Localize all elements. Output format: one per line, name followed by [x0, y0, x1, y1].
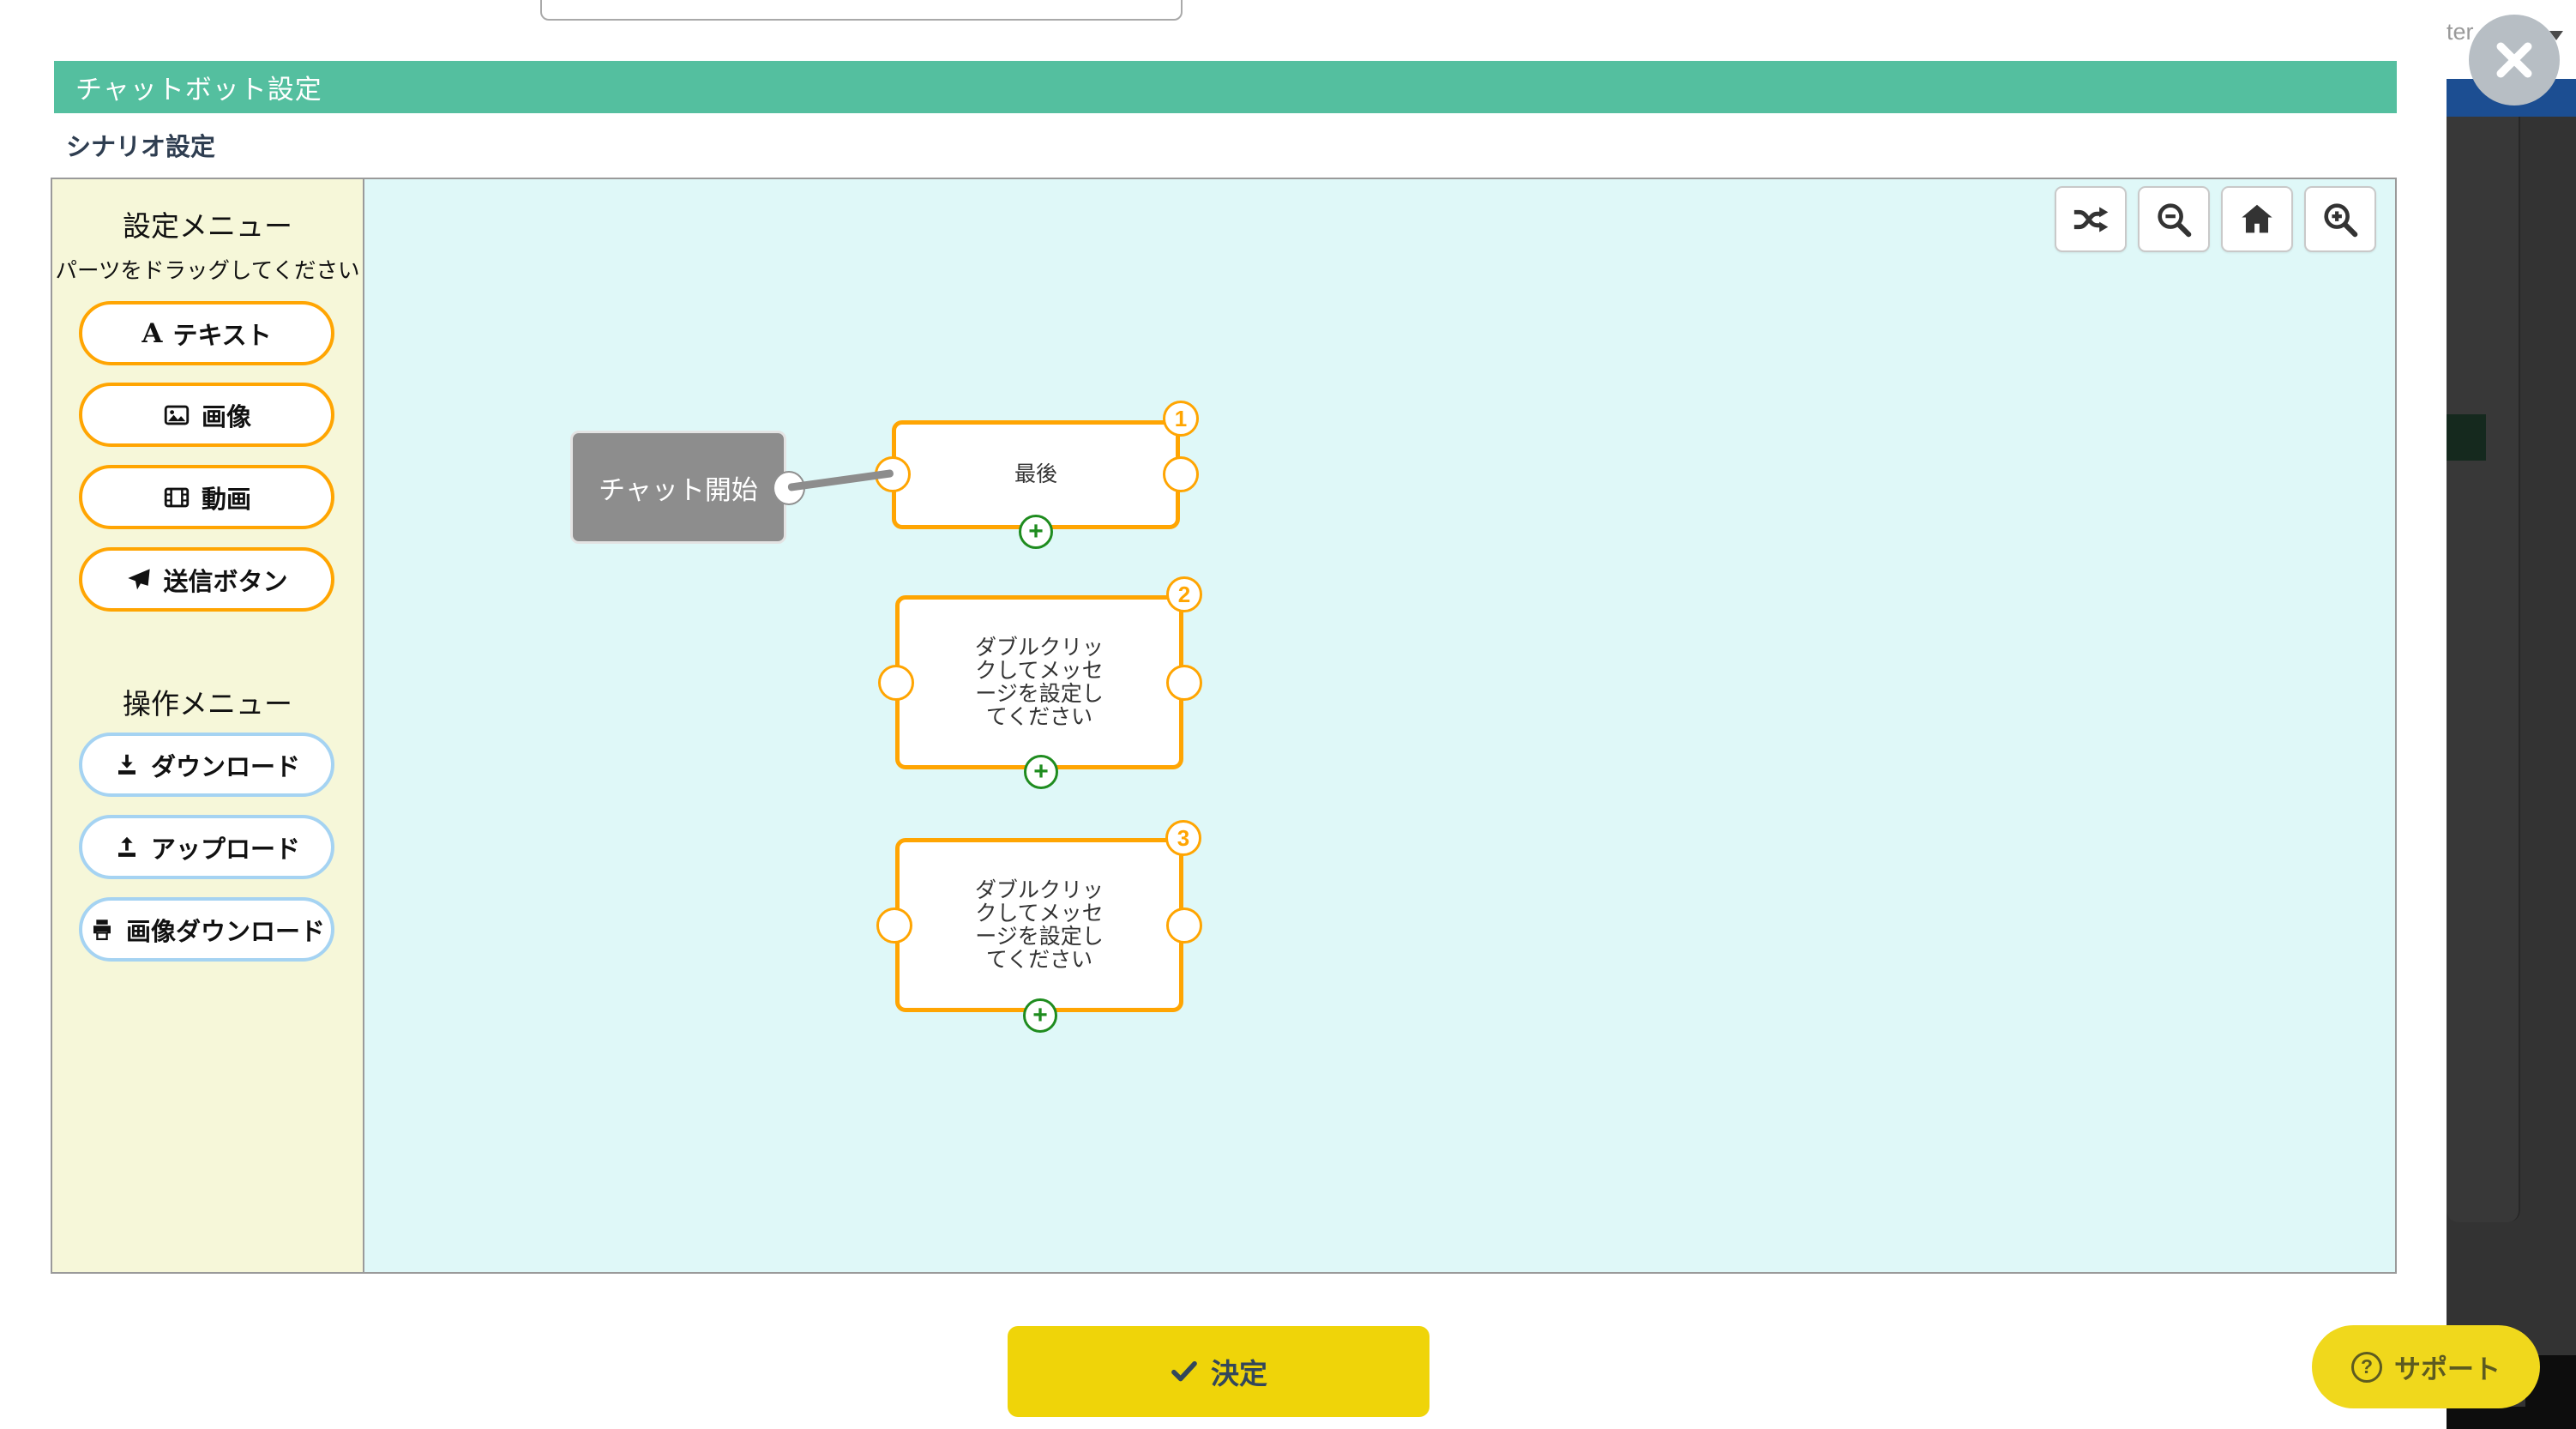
close-icon — [2496, 42, 2532, 78]
part-button-label: 動画 — [201, 485, 251, 514]
operation-button-label: アップロード — [150, 835, 300, 864]
part-button-send[interactable]: 送信ボタン — [79, 547, 334, 612]
chat-start-node[interactable]: チャット開始 — [570, 431, 786, 544]
download-button[interactable]: ダウンロード — [79, 733, 334, 797]
zoom-out-button[interactable] — [2138, 186, 2210, 252]
film-icon — [164, 487, 190, 507]
part-button-label: 送信ボタン — [163, 568, 288, 596]
flow-node-text: ダブルクリックしてメッセージを設定してください — [974, 635, 1104, 729]
question-icon: ? — [2351, 1351, 2382, 1383]
flow-node-2[interactable]: ダブルクリックしてメッセージを設定してください — [895, 595, 1183, 769]
background-panel — [2447, 117, 2520, 1222]
add-node-button[interactable]: + — [1023, 998, 1057, 1033]
add-node-button[interactable]: + — [1024, 755, 1058, 789]
flow-node-3[interactable]: ダブルクリックしてメッセージを設定してください — [895, 838, 1183, 1012]
printer-icon — [93, 919, 111, 940]
background-content-area — [2447, 117, 2576, 1429]
close-button[interactable] — [2469, 15, 2560, 106]
background-text-fragment: ter — [2447, 19, 2474, 45]
flow-node-text: ダブルクリックしてメッセージを設定してください — [974, 877, 1104, 972]
chatbot-settings-modal: チャットボット設定 シナリオ設定 設定メニュー パーツをドラッグしてください A… — [51, 0, 2397, 1417]
flow-canvas[interactable]: チャット開始 最後 1 + ダブルクリックしてメッセージを設定してください 2 … — [364, 179, 2395, 1272]
node-number-badge: 2 — [1166, 576, 1202, 612]
flow-node-text: 最後 — [1014, 462, 1057, 486]
part-button-image[interactable]: 画像 — [79, 383, 334, 447]
zoom-out-icon — [2158, 202, 2192, 237]
node-3-left-connector[interactable] — [876, 907, 912, 944]
shuffle-icon — [2073, 206, 2109, 232]
flow-node-1[interactable]: 最後 — [892, 420, 1180, 529]
modal-title: チャットボット設定 — [75, 75, 322, 105]
font-icon: A — [141, 317, 163, 349]
chat-start-label: チャット開始 — [599, 474, 758, 505]
settings-menu-hint: パーツをドラッグしてください — [55, 259, 360, 283]
node-number-badge: 3 — [1165, 820, 1201, 856]
paper-plane-icon — [128, 568, 151, 589]
image-icon — [164, 405, 190, 425]
image-download-button[interactable]: 画像ダウンロード — [79, 897, 334, 962]
node-2-left-connector[interactable] — [878, 665, 914, 701]
part-button-text[interactable]: A テキスト — [79, 301, 334, 365]
upload-button[interactable]: アップロード — [79, 815, 334, 879]
canvas-toolbar — [2055, 186, 2376, 252]
zoom-in-button[interactable] — [2304, 186, 2376, 252]
node-number-badge: 1 — [1163, 401, 1199, 437]
home-button[interactable] — [2221, 186, 2293, 252]
upload-icon — [117, 836, 135, 857]
support-button[interactable]: ? サポート — [2312, 1325, 2540, 1408]
node-2-right-connector[interactable] — [1166, 665, 1202, 701]
home-icon — [2242, 204, 2272, 232]
background-footer-dark — [2447, 1407, 2576, 1429]
zoom-in-icon — [2324, 202, 2358, 237]
operation-button-label: ダウンロード — [150, 753, 300, 781]
part-button-label: 画像 — [201, 403, 251, 431]
confirm-button[interactable]: 決定 — [1008, 1326, 1429, 1417]
shuffle-button[interactable] — [2055, 186, 2127, 252]
background-green-block — [2447, 414, 2486, 461]
node-3-right-connector[interactable] — [1166, 907, 1202, 944]
settings-sidebar: 設定メニュー パーツをドラッグしてください A テキスト 画像 動画 送信ボタン… — [52, 179, 364, 1272]
check-icon — [1171, 1360, 1197, 1382]
confirm-button-label: 決定 — [1211, 1358, 1267, 1390]
section-title: シナリオ設定 — [66, 134, 216, 161]
download-icon — [117, 754, 135, 775]
scenario-name-input[interactable] — [540, 0, 1183, 21]
add-node-button[interactable]: + — [1019, 515, 1053, 549]
operation-button-label: 画像ダウンロード — [125, 918, 325, 946]
support-button-label: サポート — [2394, 1354, 2501, 1384]
operations-menu-title: 操作メニュー — [123, 688, 292, 720]
node-1-right-connector[interactable] — [1163, 456, 1199, 492]
scenario-editor: 設定メニュー パーツをドラッグしてください A テキスト 画像 動画 送信ボタン… — [51, 178, 2397, 1274]
part-button-video[interactable]: 動画 — [79, 465, 334, 529]
settings-menu-title: 設定メニュー — [123, 210, 292, 242]
modal-header: チャットボット設定 — [54, 61, 2397, 113]
chevron-down-icon — [2549, 31, 2563, 40]
part-button-label: テキスト — [172, 322, 272, 350]
